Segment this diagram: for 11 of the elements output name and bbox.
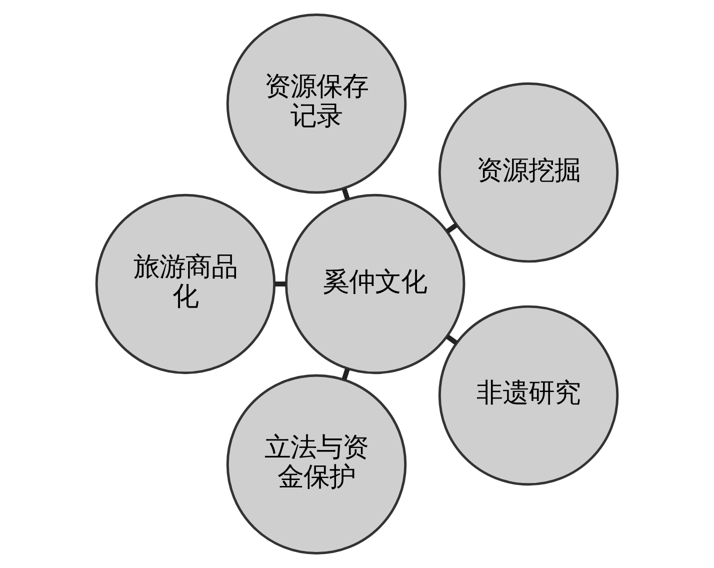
connector <box>274 282 286 286</box>
node-circle: 奚仲文化 <box>284 194 466 374</box>
connector <box>446 334 458 345</box>
node-circle: 资源挖掘 <box>438 82 619 263</box>
connector <box>342 188 350 200</box>
node-circle: 非遗研究 <box>438 305 619 486</box>
node-circle: 资源保存记录 <box>226 14 407 194</box>
node-circle: 立法与资金保护 <box>226 374 407 554</box>
connector <box>446 223 458 234</box>
node-circle: 旅游商品化 <box>95 194 276 374</box>
connector <box>342 368 350 380</box>
